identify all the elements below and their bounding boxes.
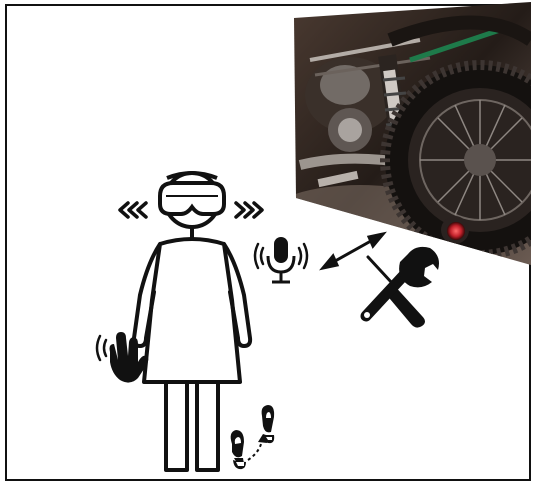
hand-wave-icon: [97, 332, 148, 383]
footsteps-icon: [231, 405, 275, 469]
motorcycle-photo-panel: [270, 0, 538, 270]
microphone-icon: [268, 237, 294, 282]
tools-icon: [364, 247, 439, 328]
vr-headset-icon: [160, 173, 224, 214]
woman-figure-icon: [134, 173, 250, 470]
